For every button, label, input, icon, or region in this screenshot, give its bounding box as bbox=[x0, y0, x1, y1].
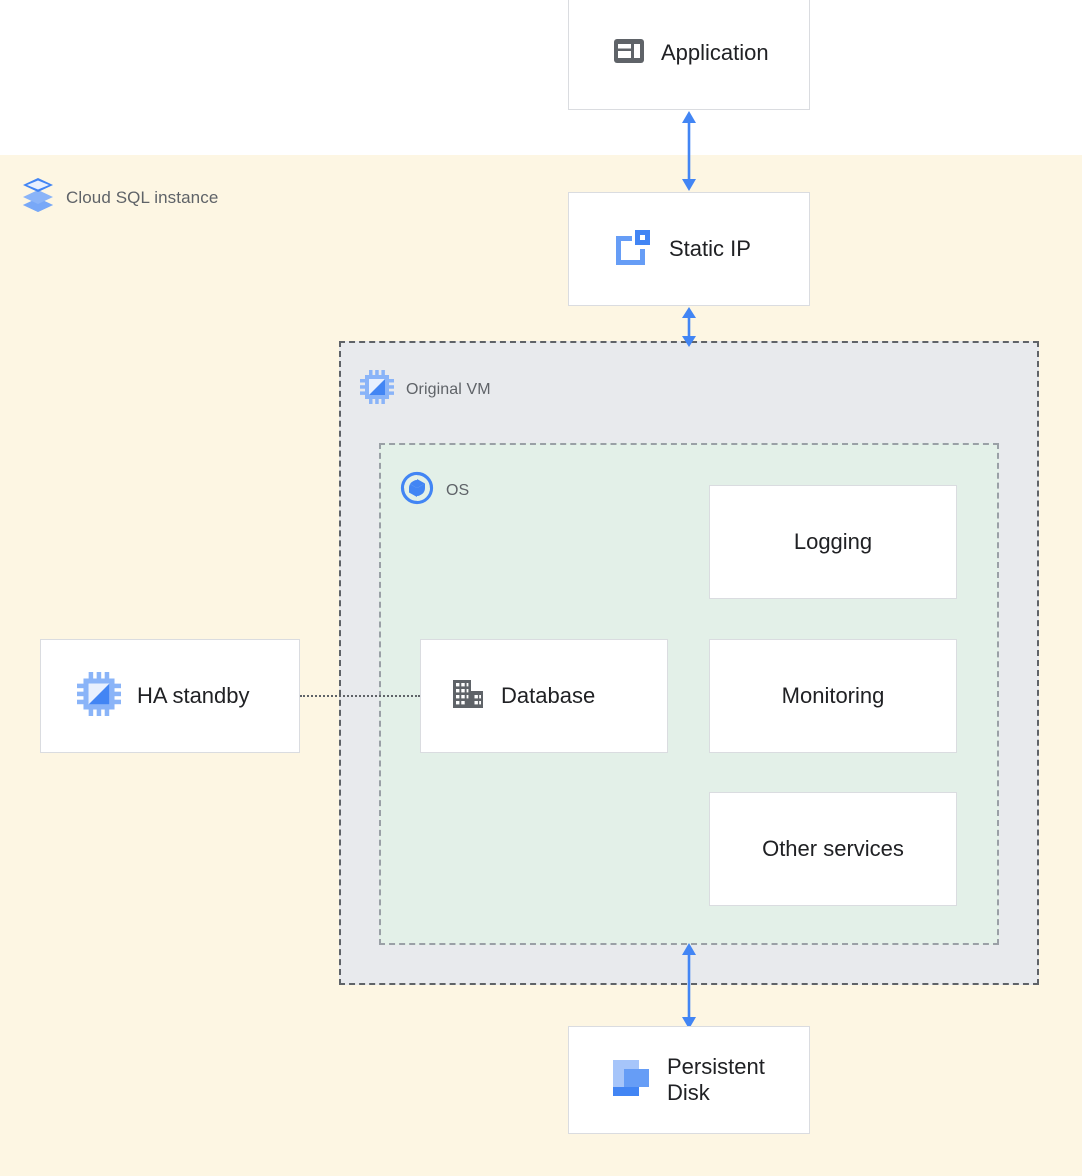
cloud-sql-layers-icon bbox=[22, 178, 54, 217]
logging-node-label: Logging bbox=[793, 529, 873, 555]
ha-standby-node-label: HA standby bbox=[137, 683, 250, 709]
connector-os-to-persistent-disk bbox=[682, 943, 696, 1029]
cloud-sql-instance-label: Cloud SQL instance bbox=[66, 187, 219, 207]
logging-node[interactable]: Logging bbox=[709, 485, 957, 599]
database-node[interactable]: Database bbox=[420, 639, 668, 753]
application-layout-icon bbox=[613, 35, 645, 72]
os-label: OS bbox=[446, 481, 470, 499]
persistent-disk-node-label: Persistent Disk bbox=[667, 1053, 765, 1105]
other-services-node[interactable]: Other services bbox=[709, 792, 957, 906]
monitoring-node[interactable]: Monitoring bbox=[709, 639, 957, 753]
static-ip-node[interactable]: Static IP bbox=[568, 192, 810, 306]
database-building-icon bbox=[451, 677, 485, 716]
connector-application-to-static-ip bbox=[682, 111, 696, 191]
other-services-node-label: Other services bbox=[762, 836, 904, 862]
application-node[interactable]: Application bbox=[568, 0, 810, 110]
static-ip-node-label: Static IP bbox=[669, 236, 751, 262]
persistent-disk-node[interactable]: Persistent Disk bbox=[568, 1026, 810, 1134]
connector-static-ip-to-vm bbox=[682, 307, 696, 347]
original-vm-label-group: Original VM bbox=[360, 370, 491, 409]
ha-standby-node[interactable]: HA standby bbox=[40, 639, 300, 753]
monitoring-node-label: Monitoring bbox=[781, 683, 885, 709]
cloud-sql-instance-label-group: Cloud SQL instance bbox=[22, 178, 218, 217]
static-ip-icon bbox=[613, 227, 653, 272]
vm-chip-icon bbox=[360, 370, 394, 409]
connector-ha-standby-to-database bbox=[300, 695, 420, 697]
os-circle-cube-icon bbox=[400, 471, 434, 510]
original-vm-label: Original VM bbox=[406, 380, 491, 398]
os-label-group: OS bbox=[400, 471, 469, 510]
database-node-label: Database bbox=[501, 683, 596, 709]
ha-standby-chip-icon bbox=[77, 671, 121, 721]
persistent-disk-icon bbox=[611, 1056, 651, 1105]
application-node-label: Application bbox=[661, 40, 769, 66]
